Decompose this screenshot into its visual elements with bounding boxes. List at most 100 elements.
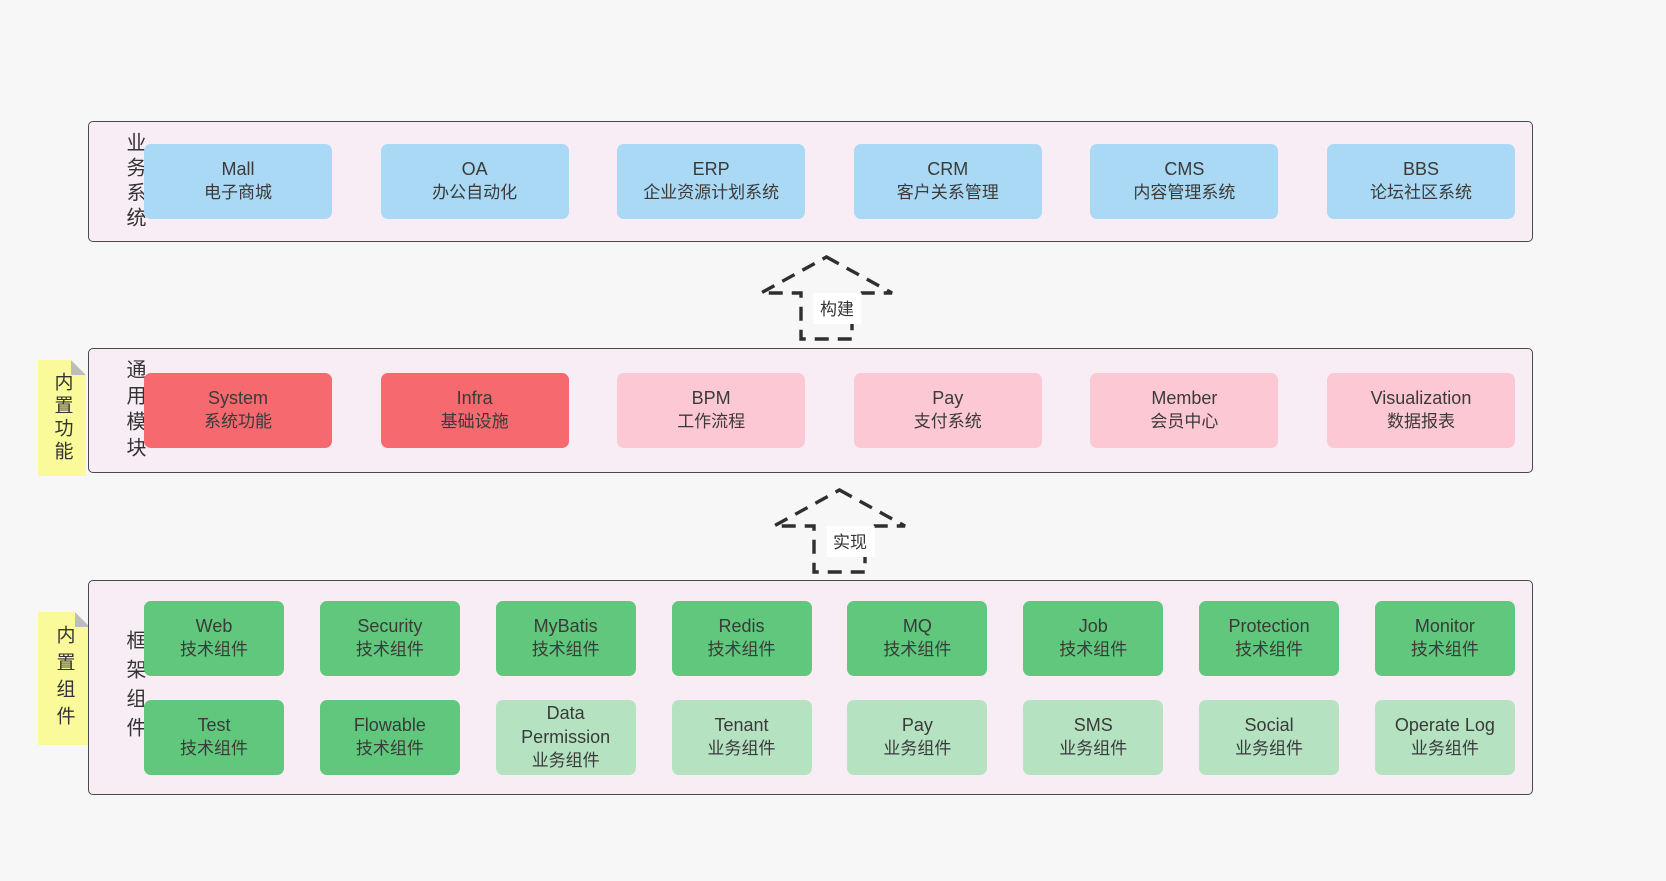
build-arrow: 构建	[758, 254, 895, 342]
box-subtitle: 基础设施	[440, 412, 509, 432]
box-subtitle: 技术组件	[180, 738, 248, 758]
box-title: Test	[197, 714, 231, 735]
box-title: Protection	[1228, 615, 1310, 636]
box-title: Pay	[901, 714, 933, 735]
box-subtitle: 办公自动化	[432, 183, 518, 203]
box-title: SMS	[1073, 714, 1113, 735]
box-sms: SMS 业务组件	[1023, 699, 1164, 775]
box-member: Member 会员中心	[1090, 373, 1279, 448]
business-systems-row: Mall 电子商城 OA 办公自动化 ERP 企业资源计划系统 CRM 客户关系管理 CMS 内容…	[144, 144, 1515, 219]
box-subtitle: 企业资源计划系统	[643, 183, 780, 203]
box-visualization: Visualization 数据报表	[1326, 373, 1515, 448]
box-title: BPM	[691, 388, 731, 409]
box-subtitle: 技术组件	[531, 639, 600, 659]
box-crm: CRM 客户关系管理	[853, 144, 1042, 219]
implement-arrow-label: 实现	[826, 525, 875, 557]
box-subtitle: 技术组件	[1410, 639, 1479, 659]
build-arrow-label: 构建	[813, 292, 862, 324]
box-monitor: Monitor 技术组件	[1374, 600, 1515, 676]
panel-common-modules-label: 通用模块	[123, 358, 145, 463]
box-mall: Mall 电子商城	[144, 144, 332, 219]
box-subtitle: 会员中心	[1150, 412, 1219, 432]
panel-business-systems-label: 业务系统	[123, 131, 145, 232]
box-security: Security 技术组件	[319, 600, 460, 676]
box-cms: CMS 内容管理系统	[1090, 144, 1279, 219]
box-protection: Protection 技术组件	[1199, 600, 1340, 676]
panel-framework-components: 框架组件 Web 技术组件 Security 技术组件 MyBatis 技术组件 Redis…	[88, 580, 1533, 795]
box-subtitle: 业务组件	[707, 738, 776, 758]
box-title: Pay	[932, 388, 964, 409]
box-title: Tenant	[714, 714, 769, 735]
sticky-built-in-features-label: 内置功能	[51, 372, 73, 464]
box-subtitle: 业务组件	[1410, 738, 1479, 758]
box-subtitle: 技术组件	[180, 639, 248, 659]
box-pay-component: Pay 业务组件	[847, 699, 988, 775]
box-title: Job	[1078, 615, 1108, 636]
panel-framework-components-label: 框架组件	[123, 629, 145, 746]
box-title: Social	[1244, 714, 1294, 735]
box-bbs: BBS 论坛社区系统	[1326, 144, 1515, 219]
box-subtitle: 技术组件	[1235, 639, 1304, 659]
box-flowable: Flowable 技术组件	[319, 699, 460, 775]
box-subtitle: 工作流程	[677, 412, 746, 432]
box-title: Web	[195, 615, 233, 636]
box-job: Job 技术组件	[1023, 600, 1164, 676]
box-tenant: Tenant 业务组件	[671, 699, 812, 775]
box-subtitle: 业务组件	[883, 738, 952, 758]
sticky-built-in-components-label: 内置组件	[53, 624, 75, 733]
sticky-built-in-features: 内置功能	[38, 360, 86, 476]
box-title: CRM	[927, 159, 969, 180]
box-title: MyBatis	[533, 615, 598, 636]
box-title: Monitor	[1414, 615, 1475, 636]
box-subtitle: 技术组件	[883, 639, 952, 659]
box-bpm: BPM 工作流程	[617, 373, 806, 448]
panel-business-systems: 业务系统 Mall 电子商城 OA 办公自动化 ERP 企业资源计划系统 CRM 客户关系管理…	[88, 121, 1533, 242]
box-title: System	[207, 388, 268, 409]
box-title: Data Permission	[521, 703, 611, 747]
business-systems-rows: Mall 电子商城 OA 办公自动化 ERP 企业资源计划系统 CRM 客户关系管理 CMS 内容…	[144, 122, 1515, 241]
box-web: Web 技术组件	[144, 600, 284, 676]
box-pay: Pay 支付系统	[853, 373, 1042, 448]
box-title: Security	[357, 615, 423, 636]
box-title: OA	[461, 159, 488, 180]
box-subtitle: 技术组件	[355, 639, 424, 659]
box-subtitle: 支付系统	[913, 412, 982, 432]
box-subtitle: 业务组件	[531, 750, 600, 770]
sticky-fold-icon	[75, 612, 90, 627]
box-title: Redis	[718, 615, 765, 636]
box-title: Visualization	[1370, 388, 1472, 409]
box-subtitle: 技术组件	[355, 738, 424, 758]
box-title: Flowable	[353, 714, 426, 735]
box-subtitle: 技术组件	[707, 639, 776, 659]
box-mybatis: MyBatis 技术组件	[495, 600, 636, 676]
sticky-fold-icon	[71, 360, 86, 375]
box-subtitle: 论坛社区系统	[1369, 183, 1472, 203]
box-subtitle: 技术组件	[1059, 639, 1128, 659]
box-data-permission: Data Permission 业务组件	[495, 699, 636, 775]
box-title: CMS	[1164, 159, 1205, 180]
box-infra: Infra 基础设施	[380, 373, 569, 448]
box-test: Test 技术组件	[144, 699, 284, 775]
box-title: Mall	[221, 159, 255, 180]
box-subtitle: 客户关系管理	[896, 183, 999, 203]
sticky-built-in-components: 内置组件	[38, 612, 90, 745]
box-title: ERP	[692, 159, 730, 180]
box-subtitle: 数据报表	[1386, 412, 1455, 432]
box-title: Member	[1151, 388, 1218, 409]
box-subtitle: 电子商城	[204, 183, 272, 203]
box-subtitle: 内容管理系统	[1133, 183, 1236, 203]
box-title: Infra	[456, 388, 493, 409]
box-subtitle: 业务组件	[1059, 738, 1128, 758]
box-erp: ERP 企业资源计划系统	[617, 144, 806, 219]
box-title: BBS	[1402, 159, 1439, 180]
